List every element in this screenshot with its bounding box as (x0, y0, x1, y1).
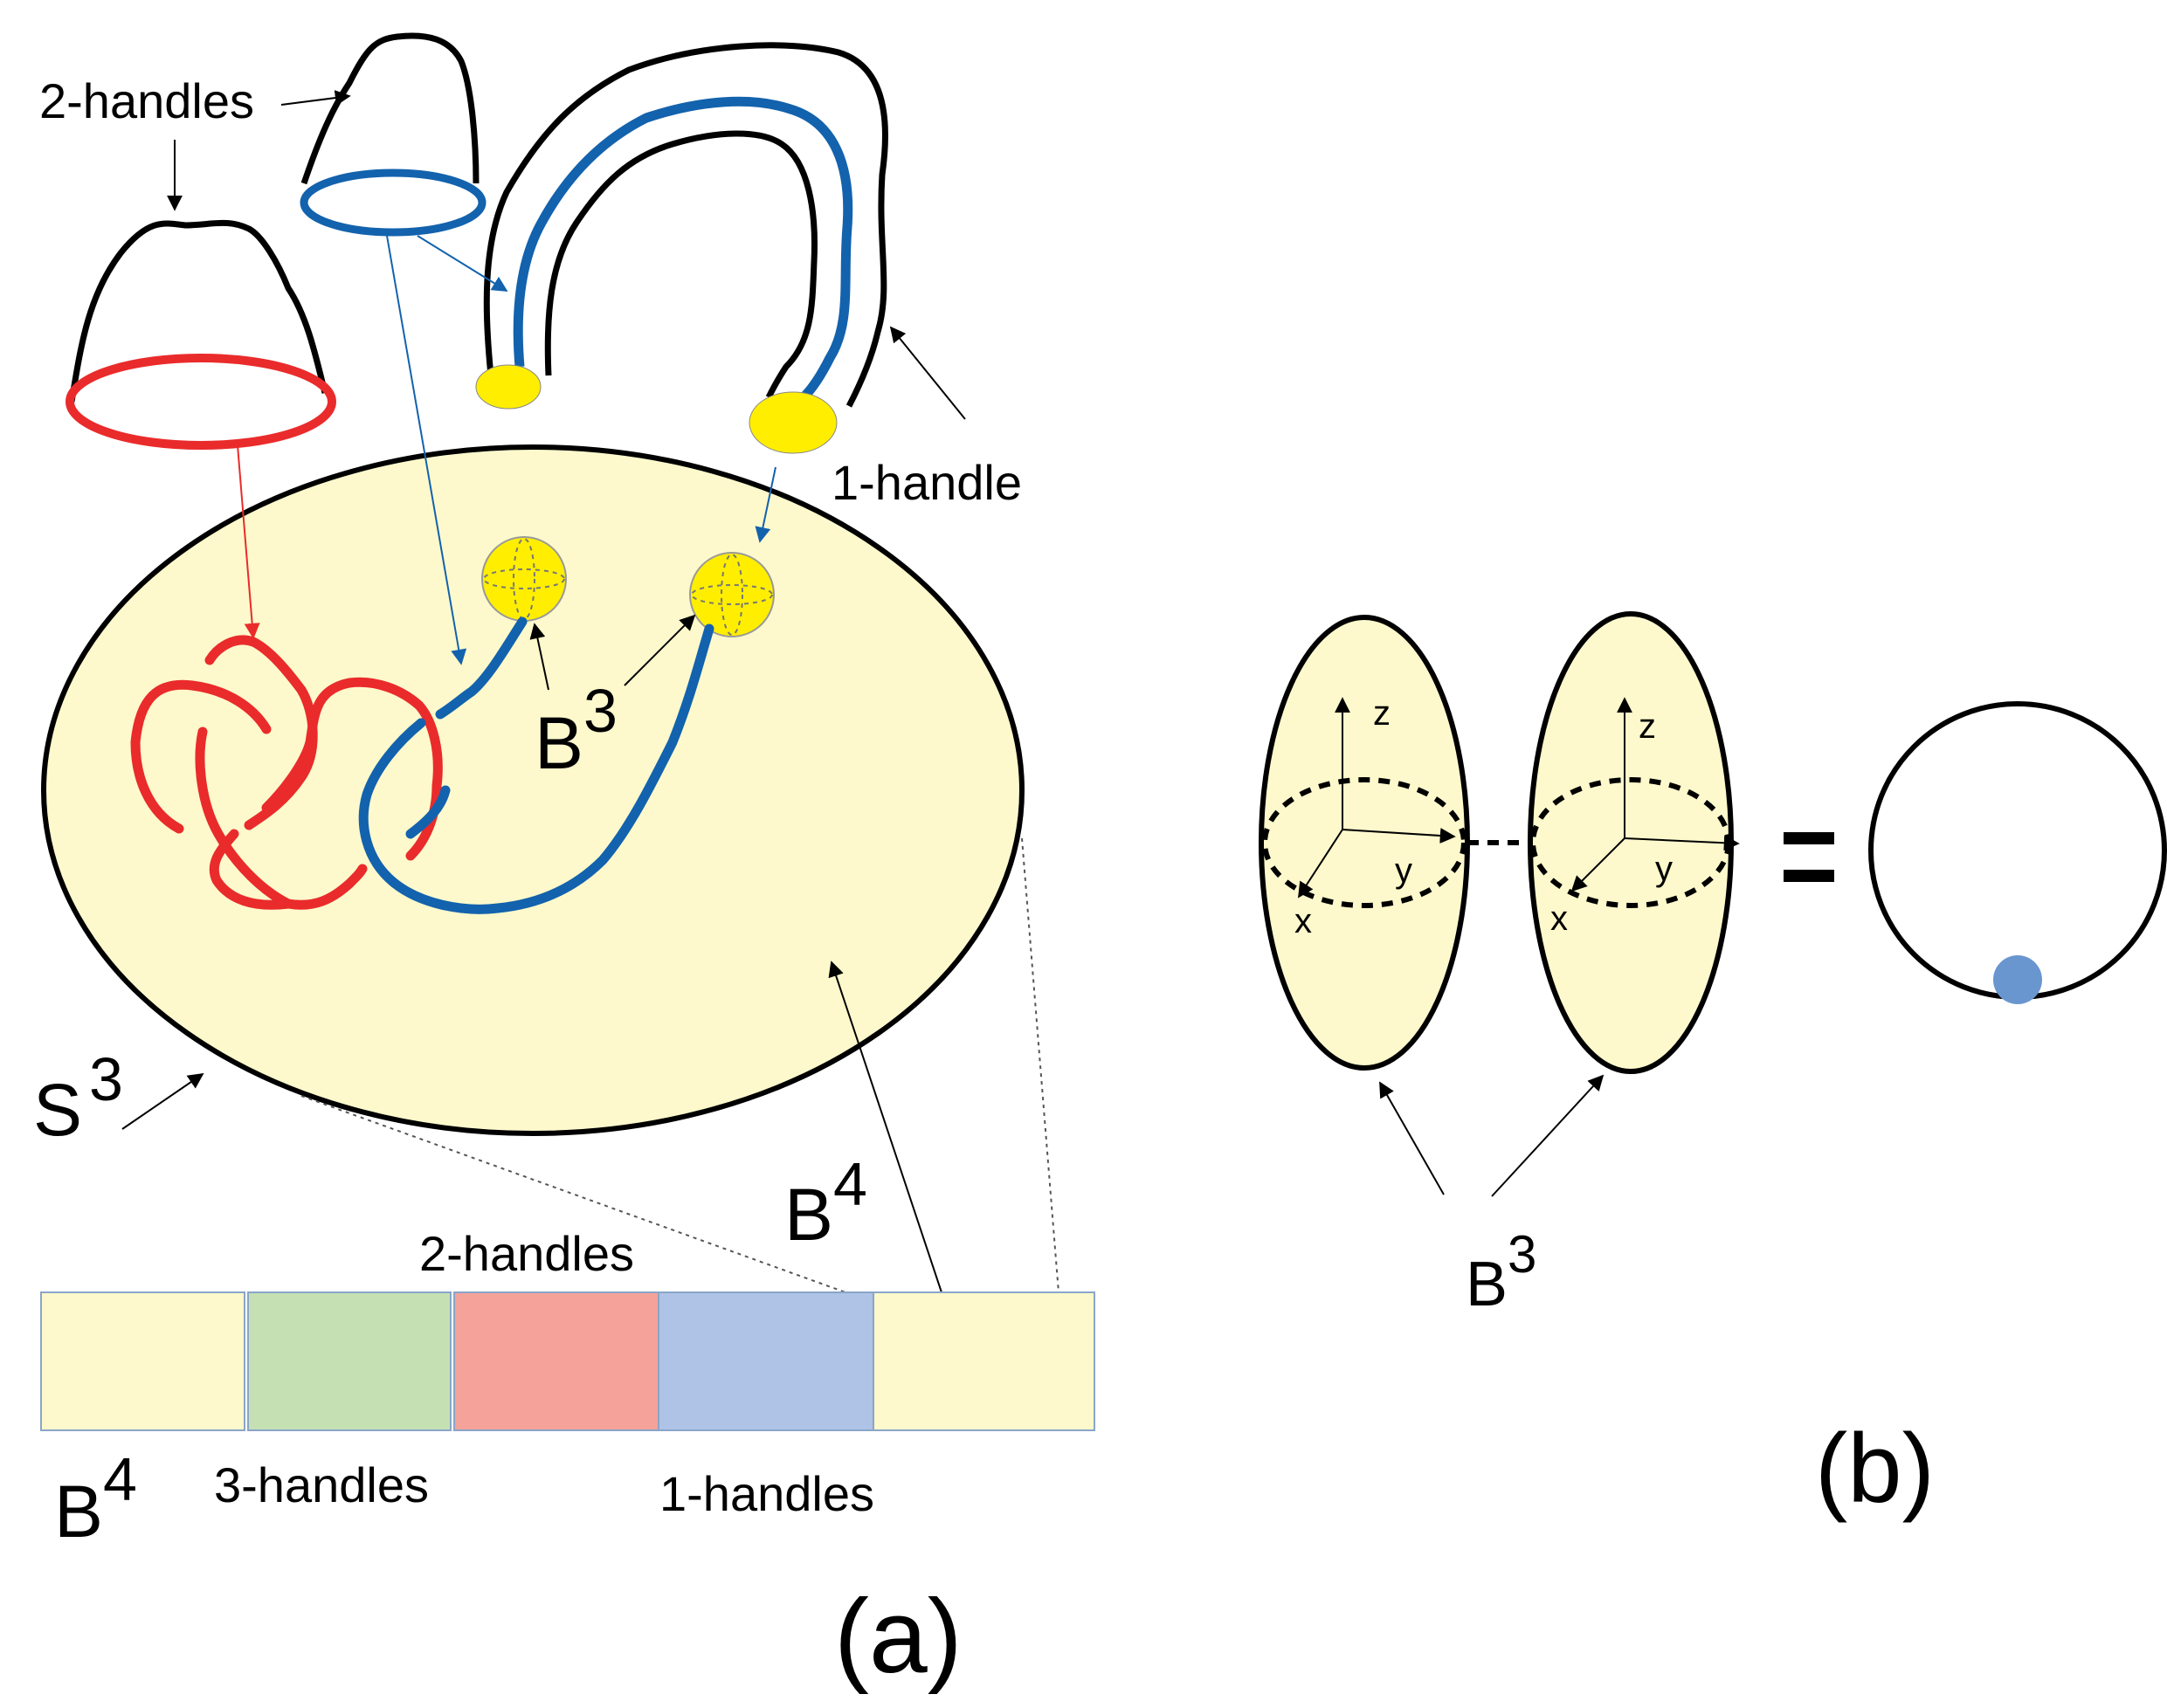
arrow-2handles-to-blue-dome (280, 90, 351, 106)
b3-ellipse-left (1259, 615, 1470, 1071)
band-b4 (40, 1291, 245, 1431)
one-handle-inner-arch (544, 130, 818, 399)
blue-knot (358, 616, 714, 914)
axis-y-right: y (1655, 850, 1673, 888)
b4-ball (41, 444, 1025, 1136)
two-handle-dome-blue (300, 32, 480, 185)
b3-ball-right (689, 552, 775, 637)
axis-z-right: z (1639, 707, 1656, 746)
label-band-1-handles: 1-handles (659, 1466, 874, 1521)
band-1-handles (658, 1291, 874, 1431)
arrow-b3-to-left-ellipse (1379, 1081, 1445, 1195)
b3-ball-left (481, 536, 567, 622)
label-band-3-handles: 3-handles (214, 1457, 429, 1512)
axis-y-left: y (1395, 851, 1412, 890)
b3-ellipse-right (1528, 611, 1740, 1074)
two-handle-attaching-circle-blue (300, 169, 487, 237)
label-1-handle: 1-handle (832, 455, 1022, 510)
arrow-red-circle-to-knot (237, 444, 260, 639)
one-handle-core-blue (513, 96, 853, 401)
label-b3-b: B3 (1466, 1225, 1536, 1319)
two-handle-attaching-circle-red (66, 354, 336, 450)
equals-sign (1784, 832, 1834, 882)
axis-z-left: z (1373, 694, 1391, 733)
projection-line-left (300, 1095, 846, 1293)
projection-line-right (1021, 837, 1059, 1293)
label-b4-mid: B4 (784, 1150, 867, 1256)
label-b3-a: B3 (535, 677, 618, 784)
one-handle-foot-right (749, 391, 838, 454)
two-handle-dome-red (68, 219, 328, 403)
label-panel-a: (a) (834, 1578, 963, 1695)
panel-b: z y x z y x B3 (b) (1259, 611, 2167, 1523)
arrow-s3-to-boundary (121, 1072, 204, 1130)
one-handle-circle (1868, 701, 2167, 1000)
arrow-b3-to-right-ball (624, 614, 696, 686)
handle-band (40, 1291, 1095, 1431)
axis-x-left: x (1294, 902, 1312, 940)
arrow-blue-circle-to-knot (386, 235, 467, 665)
arrow-label-to-1handle (889, 326, 966, 420)
band-b4-right (873, 1291, 1095, 1431)
axis-x-right: x (1550, 899, 1568, 938)
arrow-b3-to-right-ellipse (1491, 1074, 1605, 1197)
arrow-blue-circle-to-handle (417, 235, 508, 292)
band-2-handles (453, 1291, 659, 1431)
label-band-2-handles: 2-handles (419, 1226, 634, 1281)
one-handle-foot-left (475, 364, 542, 410)
one-handle-outer-arch (483, 42, 888, 408)
label-b4-bottom: B4 (54, 1445, 137, 1553)
arrow-foot-to-b3 (755, 466, 776, 543)
one-handle-dot (1993, 955, 2042, 1004)
arrow-b3-to-left-ball (529, 623, 549, 691)
label-panel-b: (b) (1815, 1414, 1935, 1523)
red-knot (130, 635, 443, 910)
label-2-handles-top: 2-handles (39, 73, 254, 128)
band-3-handles (247, 1291, 452, 1431)
